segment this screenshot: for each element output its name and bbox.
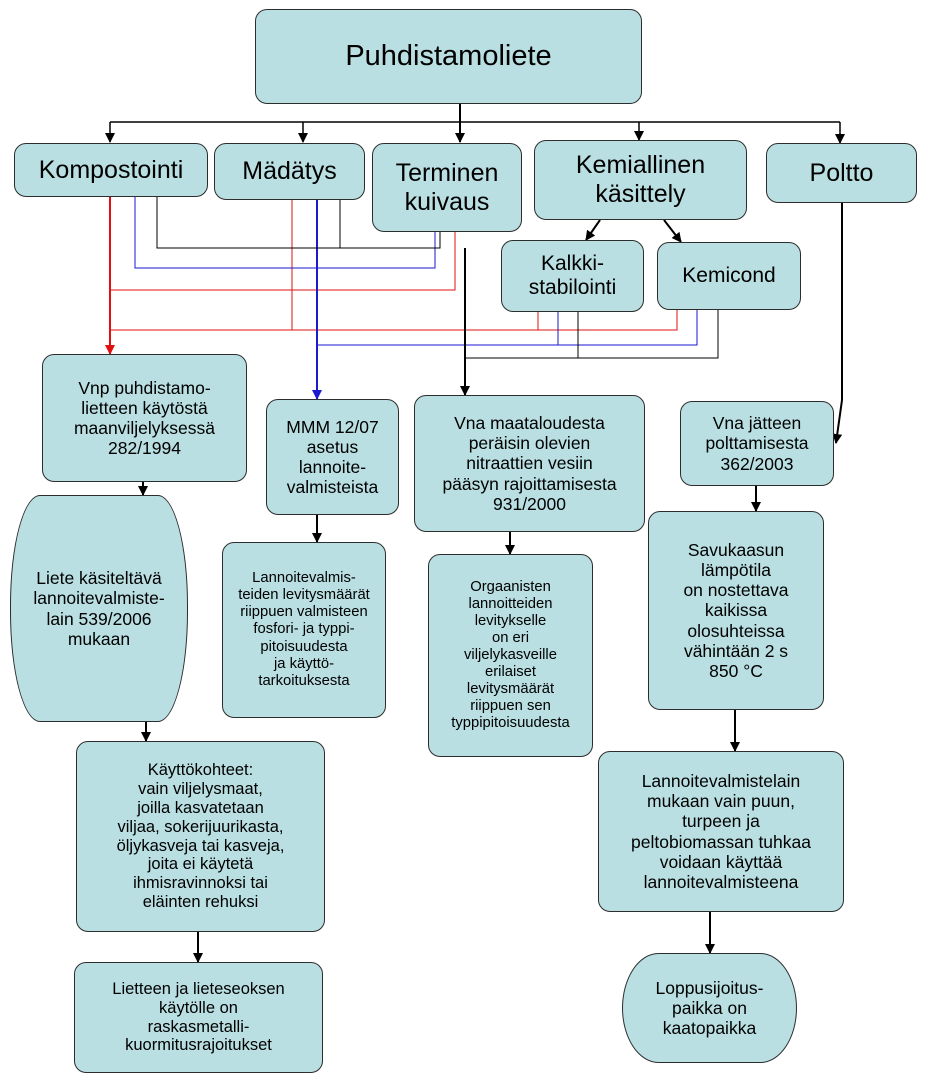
- black-lines: [156, 197, 843, 444]
- chain-arrows: [138, 482, 761, 963]
- detail-kayttokohteet: Käyttökohteet: vain viljelysmaat, joilla…: [76, 741, 325, 932]
- regulation-vnp: Vnp puhdistamo- lietteen käytöstä maanvi…: [42, 354, 247, 482]
- detail-levitysmaarat: Lannoitevalmis- teiden levitysmäärät rii…: [222, 542, 386, 718]
- root-connector: [105, 104, 845, 144]
- sub-method-kemicond: Kemicond: [657, 242, 801, 310]
- detail-loppusijoitus: Loppusijoitus- paikka on kaatopaikka: [622, 953, 797, 1063]
- method-terminen-kuivaus: Terminen kuivaus: [372, 143, 522, 232]
- detail-raskasmetalli: Lietteen ja lieteseoksen käytölle on ras…: [74, 962, 323, 1073]
- regulation-vna-nitraatti: Vna maataloudesta peräisin olevien nitra…: [414, 395, 645, 532]
- detail-tuhka: Lannoitevalmistelain mukaan vain puun, t…: [598, 751, 844, 912]
- sub-method-kalkkistabilointi: Kalkki- stabilointi: [501, 240, 644, 312]
- red-lines: [105, 197, 678, 355]
- chemical-connector: [585, 219, 682, 243]
- method-madatys: Mädätys: [214, 143, 365, 200]
- detail-orgaanisten: Orgaanisten lannoitteiden levitykselle o…: [428, 554, 593, 757]
- root-box: Puhdistamoliete: [255, 9, 642, 104]
- regulation-vna-jate: Vna jätteen polttamisesta 362/2003: [680, 401, 834, 486]
- method-kemiallinen: Kemiallinen käsittely: [534, 140, 747, 220]
- regulation-mmm: MMM 12/07 asetus lannoite- valmisteista: [266, 399, 399, 515]
- blue-lines: [134, 197, 698, 400]
- detail-liete-kasiteltava: Liete käsiteltävä lannoitevalmiste- lain…: [10, 495, 188, 722]
- detail-savukaasu: Savukaasun lämpötila on nostettava kaiki…: [648, 511, 824, 710]
- method-kompostointi: Kompostointi: [14, 143, 208, 197]
- method-poltto: Poltto: [766, 143, 917, 203]
